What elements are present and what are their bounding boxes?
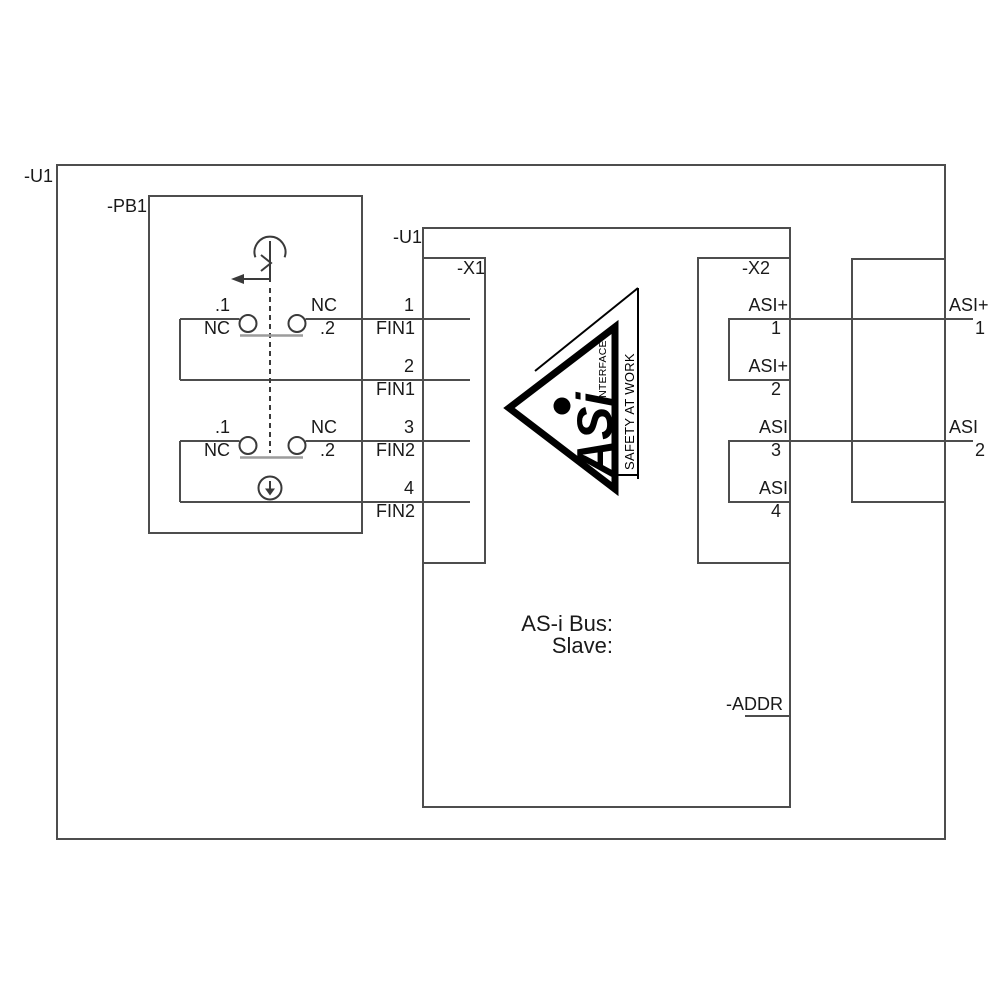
x2-pin2-number: 2: [770, 379, 781, 399]
contact2-pin-right: .2: [319, 440, 335, 460]
logo-interface-text: INTERFACE: [597, 340, 609, 401]
x1-pin2-number: 2: [403, 356, 414, 376]
x2-bridge-pins-3-4: [728, 440, 791, 503]
device-function-line1: AS-i Bus:: [521, 611, 613, 636]
contact2-terminal-left: [238, 436, 258, 455]
bus-terminal2-name: ASI: [949, 417, 979, 437]
contact2-type-right: NC: [311, 417, 337, 437]
contact2-terminal-right: [287, 436, 307, 455]
connector-x1-label: -X1: [456, 258, 485, 278]
pushbutton-label: -PB1: [106, 196, 147, 216]
x2-pin1-number: 1: [770, 318, 781, 338]
device-box: [422, 227, 791, 808]
logo-asi-letters: ASi: [567, 392, 623, 478]
contact1-terminal-left: [238, 314, 258, 333]
outer-unit-label: -U1: [23, 166, 53, 186]
down-arrow-circle: [257, 475, 283, 501]
x1-pin1-number: 1: [403, 295, 414, 315]
contact1-type-right: NC: [311, 295, 337, 315]
x2-bridge-pins-1-2: [728, 318, 791, 381]
connector-x2-box: [697, 257, 791, 564]
contact1-pin-left: .1: [214, 295, 230, 315]
contact1-type-left: NC: [204, 318, 230, 338]
logo-i-dot: [553, 397, 571, 415]
device-label: -U1: [392, 227, 422, 247]
bus-terminal1-number: 1: [974, 318, 985, 338]
x1-pin2-name: FIN1: [375, 379, 415, 399]
contact2-pin-left: .1: [214, 417, 230, 437]
connector-x1-box: [422, 257, 486, 564]
x2-pin4-name: ASI: [758, 478, 788, 498]
x1-pin3-number: 3: [403, 417, 414, 437]
x2-pin2-name: ASI+: [748, 356, 788, 376]
x2-pin3-number: 3: [770, 440, 781, 460]
actuation-arrowhead: [231, 274, 244, 284]
pushbutton-box: [148, 195, 363, 534]
device-function-line2: Slave:: [551, 633, 613, 658]
down-arrowhead: [265, 488, 275, 496]
contact2-type-left: NC: [204, 440, 230, 460]
x1-pin4-name: FIN2: [375, 501, 415, 521]
logo-offset-diagonal: [534, 287, 639, 372]
addr-label: -ADDR: [726, 694, 783, 714]
x1-pin3-name: FIN2: [375, 440, 415, 460]
x2-pin1-name: ASI+: [748, 295, 788, 315]
bus-connection-box: [851, 258, 946, 503]
bus-terminal2-number: 2: [974, 440, 985, 460]
x1-pin1-name: FIN1: [375, 318, 415, 338]
logo-safety-text: SAFETY AT WORK: [622, 353, 637, 470]
x1-pin4-number: 4: [403, 478, 414, 498]
contact1-pin-right: .2: [319, 318, 335, 338]
bus-terminal1-name: ASI+: [949, 295, 989, 315]
connector-x2-label: -X2: [741, 258, 770, 278]
x2-pin4-number: 4: [770, 501, 781, 521]
latch-chevron: [260, 254, 273, 272]
mushroom-head-arc: [253, 235, 287, 258]
contact1-terminal-right: [287, 314, 307, 333]
x2-pin3-name: ASI: [758, 417, 788, 437]
logo-triangle: [503, 319, 619, 497]
